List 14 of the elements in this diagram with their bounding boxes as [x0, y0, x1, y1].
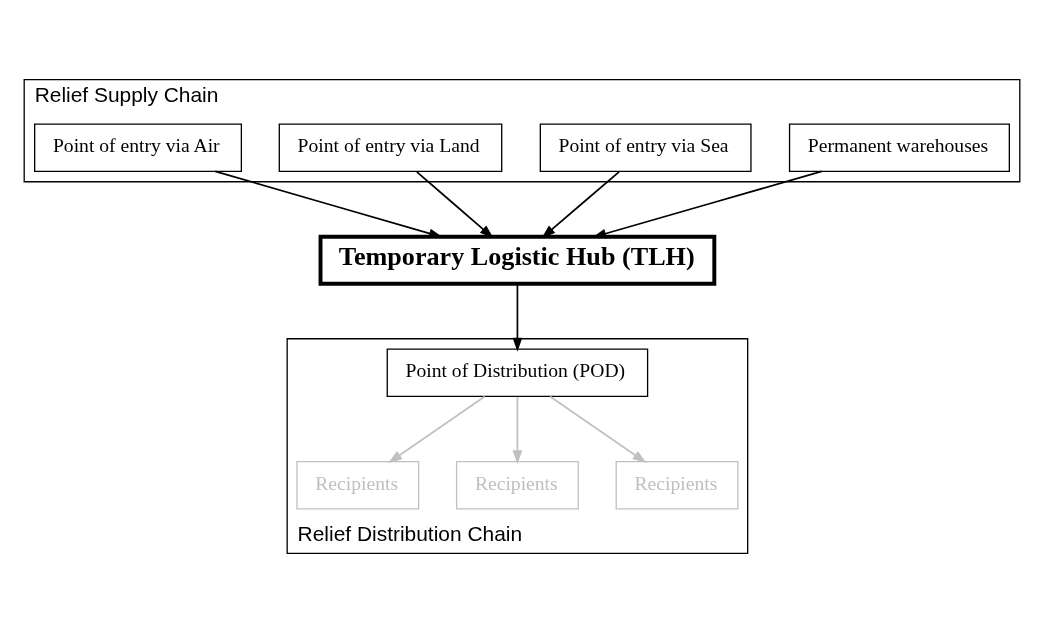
- node-box: Temporary Logistic Hub (TLH): [318, 234, 717, 286]
- node-box: Point of entry via Sea: [539, 123, 752, 172]
- node-box: Point of Distribution (POD): [386, 348, 649, 397]
- node-box: Recipients: [455, 461, 579, 510]
- node-box: Permanent warehouses: [788, 123, 1010, 172]
- node-box: Recipients: [296, 461, 420, 510]
- node-box: Point of entry via Land: [278, 123, 503, 172]
- arrow: [541, 170, 620, 239]
- arrow: [512, 395, 523, 465]
- arrow: [549, 395, 647, 463]
- node-box: Recipients: [615, 461, 739, 510]
- arrow: [388, 395, 486, 463]
- node-box: Point of entry via Air: [34, 123, 243, 172]
- arrow: [512, 283, 523, 352]
